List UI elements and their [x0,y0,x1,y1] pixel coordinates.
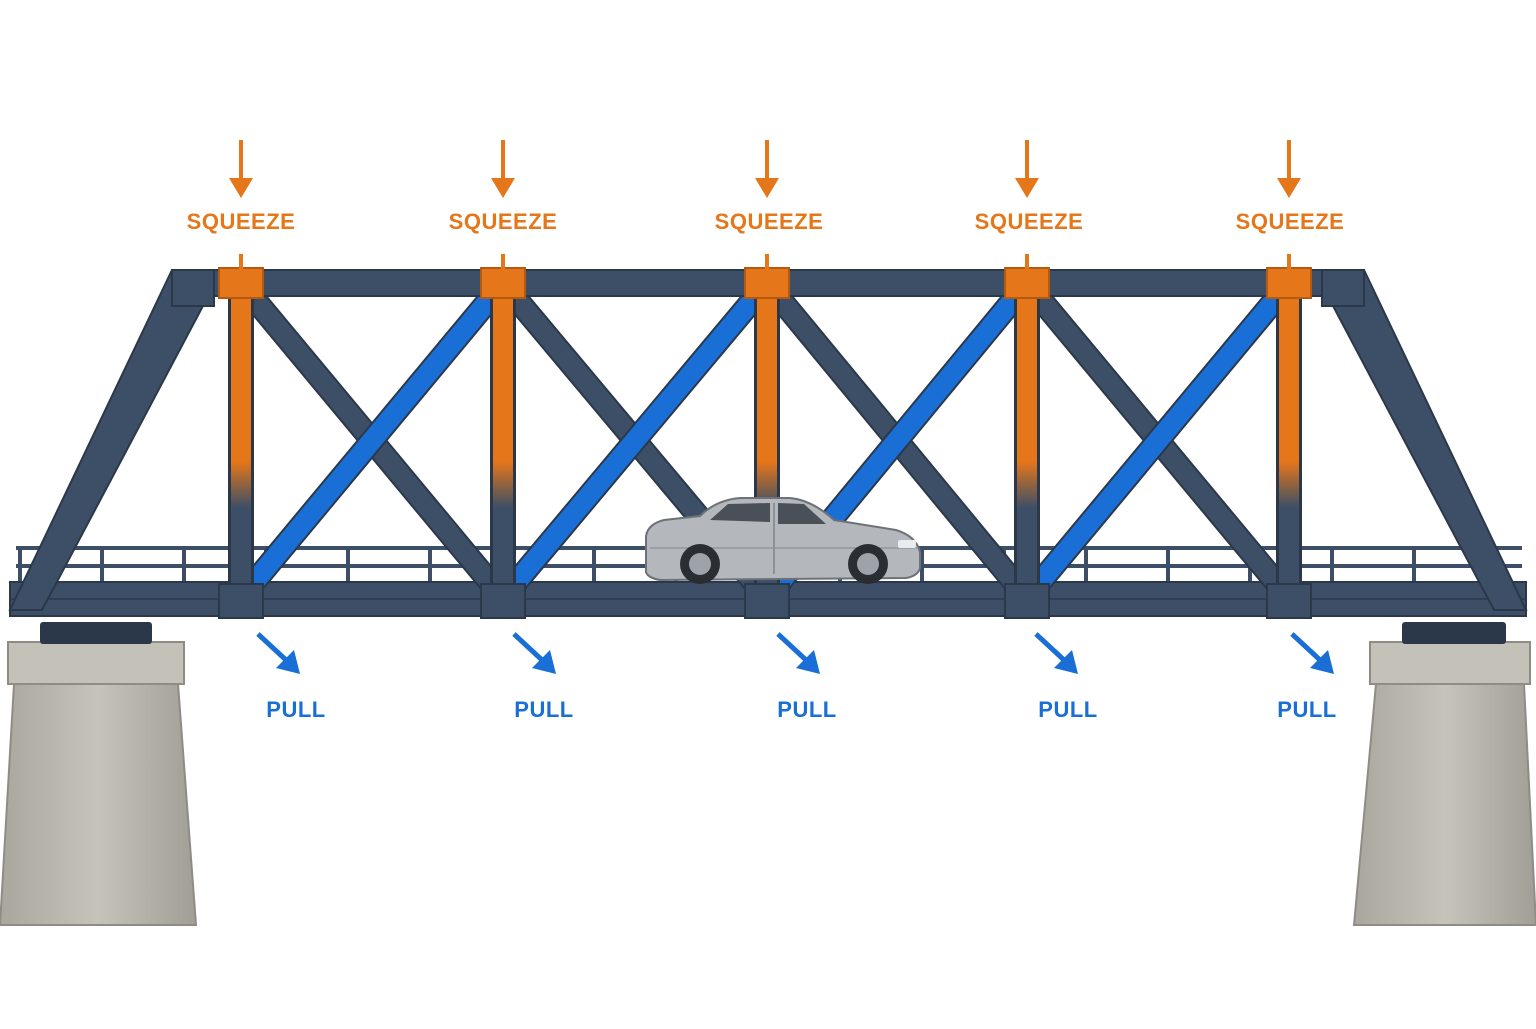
arrow-shaft [1034,632,1066,662]
bottom-gusset-plate [480,583,526,619]
arrow-shaft [776,632,808,662]
arrow-head [276,650,300,674]
squeeze-label: SQUEEZE [974,209,1084,234]
tension-arrows [256,632,1334,674]
squeeze-label: SQUEEZE [186,209,296,234]
pull-label: PULL [266,697,326,722]
right-pier [1352,622,1536,926]
pull-label: PULL [777,697,837,722]
bottom-gusset-plate [1266,583,1312,619]
arrow-down-right-icon [1290,632,1334,674]
arrow-down-right-icon [776,632,820,674]
diagonal-tension [233,276,511,605]
arrow-down-head [755,178,779,198]
vertical-member [231,270,251,600]
squeeze-label: SQUEEZE [1235,209,1345,234]
gusset-plates [171,254,1365,619]
arrow-head [796,650,820,674]
arrow-down-head [1015,178,1039,198]
end-gusset-plate [1321,269,1365,307]
pull-label: PULL [514,697,574,722]
arrow-head [532,650,556,674]
arrow-shaft [512,632,544,662]
arrow-shaft [256,632,288,662]
vertical-member [1017,270,1037,600]
arrow-down-head [229,178,253,198]
arrow-down-icon [755,140,779,198]
top-gusset-plate [1266,267,1312,299]
pull-label: PULL [1277,697,1337,722]
arrow-down-head [1277,178,1301,198]
diagonal-tension [1019,276,1297,605]
vertical-member [493,270,513,600]
arrow-down-right-icon [512,632,556,674]
top-gusset-plate [744,267,790,299]
squeeze-label: SQUEEZE [714,209,824,234]
diagonal-members [231,275,1299,606]
arrow-down-icon [1277,140,1301,198]
arrow-down-icon [229,140,253,198]
top-gusset-plate [218,267,264,299]
car [645,497,921,584]
top-gusset-plate [480,267,526,299]
arrow-down-head [491,178,515,198]
pull-label: PULL [1038,697,1098,722]
bottom-gusset-plate [744,583,790,619]
arrow-head [1310,650,1334,674]
diagonal-tension [495,276,775,605]
arrow-down-right-icon [256,632,300,674]
arrow-down-icon [491,140,515,198]
left-pier [0,622,198,926]
compression-arrows [229,140,1301,198]
arrow-shaft [1290,632,1322,662]
arrow-down-right-icon [1034,632,1078,674]
top-gusset-plate [1004,267,1050,299]
vertical-member [1279,270,1299,600]
squeeze-label: SQUEEZE [448,209,558,234]
bottom-gusset-plate [218,583,264,619]
arrow-head [1054,650,1078,674]
end-gusset-plate [171,269,215,307]
bottom-gusset-plate [1004,583,1050,619]
arrow-down-icon [1015,140,1039,198]
